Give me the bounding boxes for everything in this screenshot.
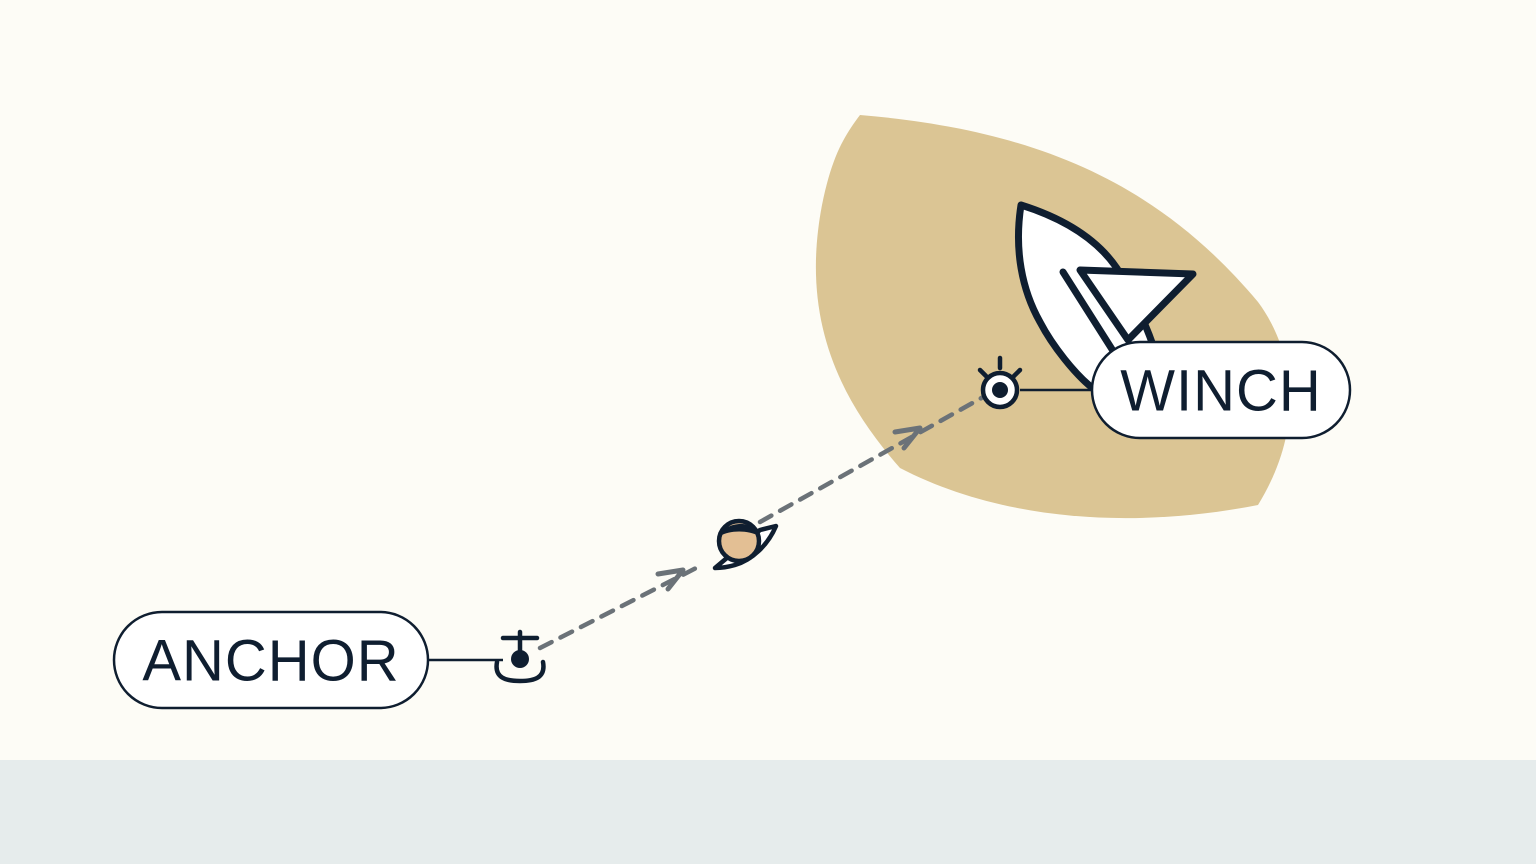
anchor-icon bbox=[494, 629, 546, 684]
footer-band bbox=[0, 760, 1536, 864]
winch-label: WINCH bbox=[1090, 340, 1352, 440]
winch-label-box bbox=[1090, 340, 1352, 440]
diagram-svg: ANCHOR WINCH bbox=[112, 115, 1352, 710]
winch-label-text: WINCH bbox=[1120, 359, 1322, 424]
route-arrow bbox=[655, 567, 686, 592]
anchor-label: ANCHOR bbox=[112, 610, 430, 710]
winch-icon bbox=[977, 355, 1023, 410]
anchor-label-text: ANCHOR bbox=[142, 629, 399, 694]
anchor-label-box bbox=[112, 610, 430, 710]
route-arrow bbox=[892, 425, 923, 451]
sailor-icon bbox=[712, 518, 779, 571]
